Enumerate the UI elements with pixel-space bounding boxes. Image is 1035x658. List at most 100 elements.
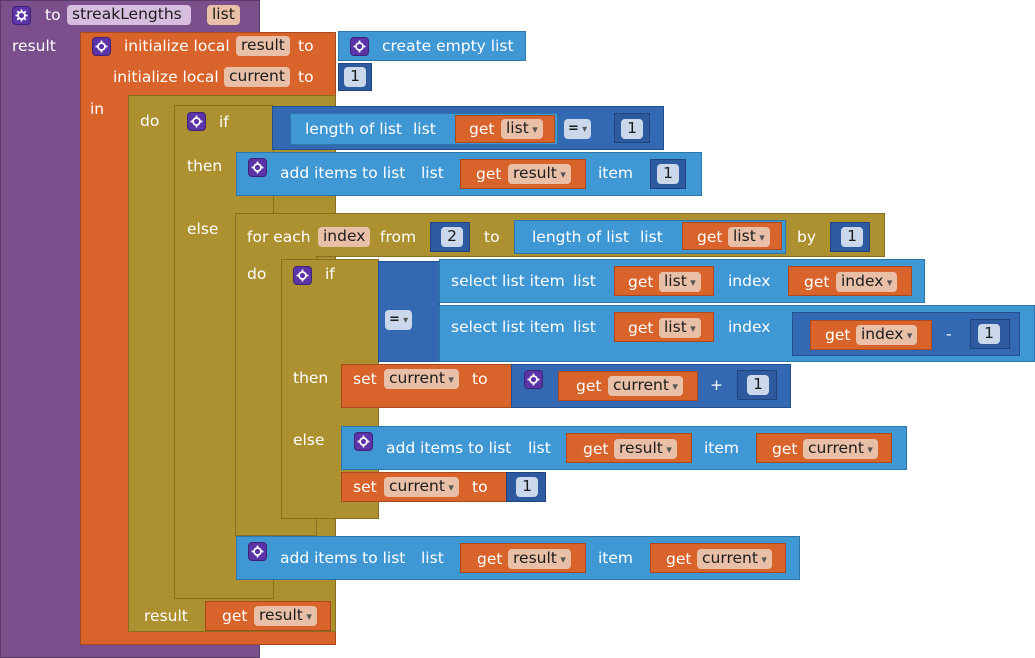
get-label: get <box>469 120 495 138</box>
do-label: do <box>140 112 160 130</box>
create-empty-list-label: create empty list <box>382 37 514 55</box>
minus-operator: - <box>946 325 952 343</box>
var-dropdown-current[interactable]: current <box>608 376 683 396</box>
loop-var-index[interactable]: index <box>318 227 371 247</box>
item-socket-label: item <box>598 164 634 182</box>
if-label: if <box>219 113 229 131</box>
then-label: then <box>293 369 329 387</box>
number-value[interactable]: 1 <box>978 324 1000 344</box>
else-label: else <box>187 220 219 238</box>
var-dropdown-current[interactable]: current <box>384 369 459 389</box>
proc-result-label: result <box>12 37 56 55</box>
set-label: set <box>353 370 377 388</box>
plus-operator: + <box>710 376 723 394</box>
index-socket-label: index <box>728 272 771 290</box>
set-label: set <box>353 478 377 496</box>
var-dropdown-index[interactable]: index <box>836 272 898 292</box>
from-label: from <box>380 228 417 246</box>
var-dropdown-current[interactable]: current <box>803 439 878 459</box>
var-dropdown-current[interactable]: current <box>384 477 459 497</box>
procedure-name-field[interactable]: streakLengths <box>67 5 191 25</box>
var-dropdown-list[interactable]: list <box>728 227 770 247</box>
length-of-list-label: length of list <box>532 228 629 246</box>
add-items-label: add items to list <box>280 164 406 182</box>
get-label: get <box>476 165 502 183</box>
get-label: get <box>583 440 609 458</box>
gear-icon[interactable] <box>187 112 206 131</box>
gear-icon[interactable] <box>248 542 267 561</box>
select-list-item-label: select list item <box>451 272 565 290</box>
select-list-item-label: select list item <box>451 318 565 336</box>
list-socket-label: list <box>573 318 596 336</box>
gear-icon[interactable] <box>350 37 369 56</box>
local-var-result[interactable]: result <box>236 36 290 56</box>
var-dropdown-result[interactable]: result <box>508 549 571 569</box>
get-label: get <box>628 273 654 291</box>
create-empty-list-block[interactable] <box>338 31 526 61</box>
proc-to-label: to <box>45 6 61 24</box>
number-value[interactable]: 1 <box>747 375 769 395</box>
gear-icon[interactable] <box>354 432 373 451</box>
get-label: get <box>697 228 723 246</box>
number-value[interactable]: 1 <box>344 67 366 87</box>
local-var-current[interactable]: current <box>224 67 290 87</box>
item-socket-label: item <box>598 549 634 567</box>
return-result-label: result <box>144 607 188 625</box>
var-dropdown-result[interactable]: result <box>614 439 677 459</box>
set-to-label: to <box>472 370 488 388</box>
to-label: to <box>484 228 500 246</box>
set-to-label: to <box>472 478 488 496</box>
init-result-label: initialize local <box>124 37 230 55</box>
get-label: get <box>628 319 654 337</box>
add-items-label: add items to list <box>280 549 406 567</box>
by-label: by <box>797 228 817 246</box>
get-label: get <box>804 273 830 291</box>
length-of-list-label: length of list <box>305 120 402 138</box>
get-label: get <box>477 550 503 568</box>
gear-icon[interactable] <box>92 37 111 56</box>
parameter-list[interactable]: list <box>207 5 240 25</box>
var-dropdown-list[interactable]: list <box>659 272 701 292</box>
var-dropdown-index[interactable]: index <box>856 325 918 345</box>
else-label: else <box>293 431 325 449</box>
number-value[interactable]: 1 <box>621 119 643 139</box>
init-current-to: to <box>298 68 314 86</box>
list-socket-label: list <box>413 120 436 138</box>
get-label: get <box>666 550 692 568</box>
var-dropdown-list[interactable]: list <box>501 119 543 139</box>
in-label: in <box>90 100 105 118</box>
then-label: then <box>187 157 223 175</box>
compare-operator-dropdown[interactable]: = <box>385 310 413 330</box>
number-value[interactable]: 1 <box>841 227 863 247</box>
index-socket-label: index <box>728 318 771 336</box>
var-dropdown-result[interactable]: result <box>254 606 317 626</box>
get-label: get <box>825 326 851 344</box>
get-label: get <box>222 607 248 625</box>
gear-icon[interactable] <box>12 6 31 25</box>
init-result-to: to <box>298 37 314 55</box>
gear-icon[interactable] <box>293 266 312 285</box>
list-socket-label: list <box>528 439 551 457</box>
gear-icon[interactable] <box>248 158 267 177</box>
do-label: do <box>247 265 267 283</box>
get-label: get <box>772 440 798 458</box>
item-socket-label: item <box>704 439 740 457</box>
number-value[interactable]: 1 <box>516 477 538 497</box>
list-socket-label: list <box>573 272 596 290</box>
list-socket-label: list <box>640 228 663 246</box>
var-dropdown-result[interactable]: result <box>508 164 571 184</box>
init-current-label: initialize local <box>113 68 219 86</box>
var-dropdown-current[interactable]: current <box>697 549 772 569</box>
list-socket-label: list <box>421 164 444 182</box>
var-dropdown-list[interactable]: list <box>659 318 701 338</box>
get-label: get <box>576 377 602 395</box>
add-items-label: add items to list <box>386 439 512 457</box>
if-label: if <box>325 265 335 283</box>
number-value[interactable]: 2 <box>441 227 463 247</box>
number-value[interactable]: 1 <box>657 164 679 184</box>
gear-icon[interactable] <box>524 370 543 389</box>
init-result-header <box>80 32 336 62</box>
list-socket-label: list <box>421 549 444 567</box>
for-each-label: for each <box>247 228 311 246</box>
compare-operator-dropdown[interactable]: = <box>564 119 592 139</box>
